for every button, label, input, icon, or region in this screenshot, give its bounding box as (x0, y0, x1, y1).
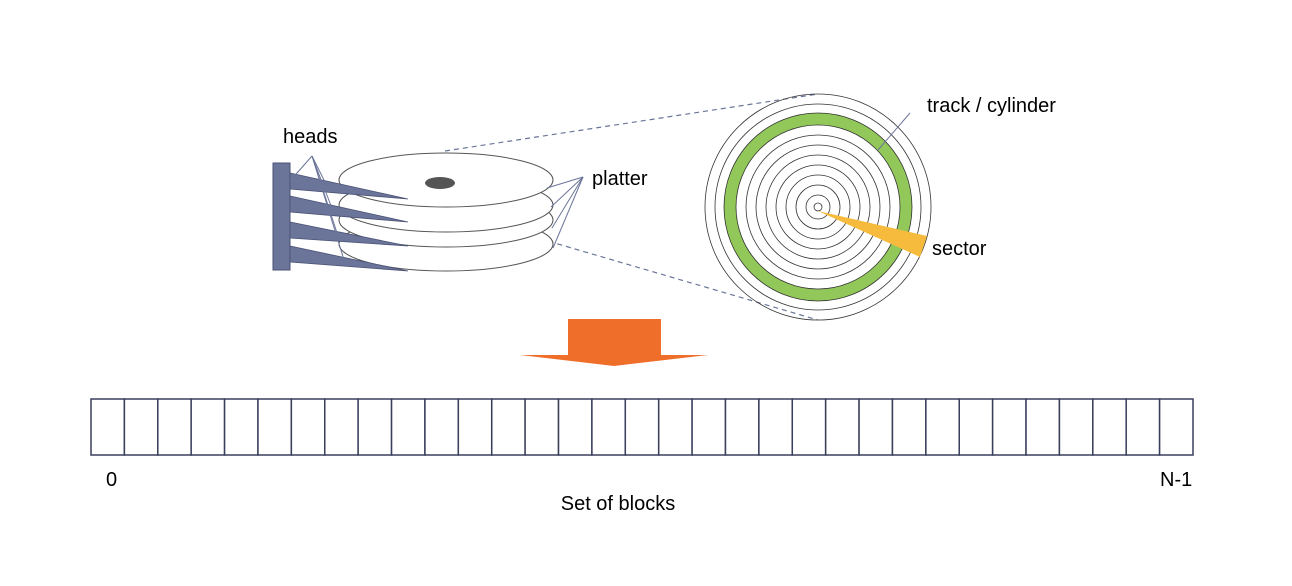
block-cell (624, 398, 660, 456)
platter-leader-lines (546, 176, 584, 249)
track-circle (723, 112, 913, 302)
track-circle (755, 144, 881, 270)
block-cell (490, 398, 526, 456)
block-cell (958, 398, 994, 456)
block-cell (824, 398, 860, 456)
block-cell (1058, 398, 1094, 456)
block-cell (791, 398, 827, 456)
block-cell (424, 398, 460, 456)
block-cell (858, 398, 894, 456)
block-cell (324, 398, 359, 456)
sector-wedge (818, 211, 927, 257)
block-cell (223, 398, 259, 456)
platter-label: platter (592, 168, 648, 190)
track-circle (805, 194, 831, 220)
track-circle (813, 202, 823, 212)
track-label: track / cylinder (927, 95, 1056, 117)
block-cell (591, 398, 627, 456)
block-cell (123, 398, 159, 456)
block-cell (1125, 398, 1161, 456)
block-cell (257, 398, 293, 456)
block-cell (390, 398, 426, 456)
track-circle (795, 184, 841, 230)
block-cell (691, 398, 727, 456)
block-cell (891, 398, 927, 456)
blocks-row (90, 398, 1194, 456)
block-cell (524, 398, 560, 456)
spindle-hole (425, 177, 455, 189)
blocks-caption: Set of blocks (561, 493, 676, 515)
block-first-label: 0 (106, 469, 117, 491)
block-cell (190, 398, 226, 456)
block-cell (357, 398, 393, 456)
sector-label: sector (932, 238, 987, 260)
heads-leader-lines (289, 155, 345, 261)
actuator-arm (272, 162, 291, 271)
track-ring (724, 113, 912, 301)
head-3 (289, 221, 409, 247)
block-cell (925, 398, 960, 456)
track-circle (735, 124, 901, 290)
heads-label: heads (283, 126, 338, 148)
block-cell (557, 398, 593, 456)
block-cell (157, 398, 192, 456)
head-4 (289, 245, 409, 272)
block-cell (90, 398, 126, 456)
track-circle (765, 154, 871, 260)
block-cell (991, 398, 1027, 456)
track-leader-line (877, 112, 911, 151)
block-cell (1025, 398, 1061, 456)
track-circle (785, 174, 851, 240)
platter-stack (338, 152, 554, 272)
track-circle (775, 164, 861, 250)
block-cell (657, 398, 693, 456)
track-circle (714, 103, 922, 311)
block-cell (1158, 398, 1194, 456)
platter-detail (704, 93, 932, 321)
block-cell (724, 398, 760, 456)
head-2 (289, 195, 409, 223)
head-assembly (272, 162, 409, 272)
block-cell (1092, 398, 1127, 456)
down-arrow (520, 319, 708, 366)
block-cell (290, 398, 326, 456)
block-cell (457, 398, 493, 456)
track-circle (745, 134, 891, 280)
block-last-label: N-1 (1160, 469, 1192, 491)
track-circle (704, 93, 932, 321)
block-cell (758, 398, 794, 456)
